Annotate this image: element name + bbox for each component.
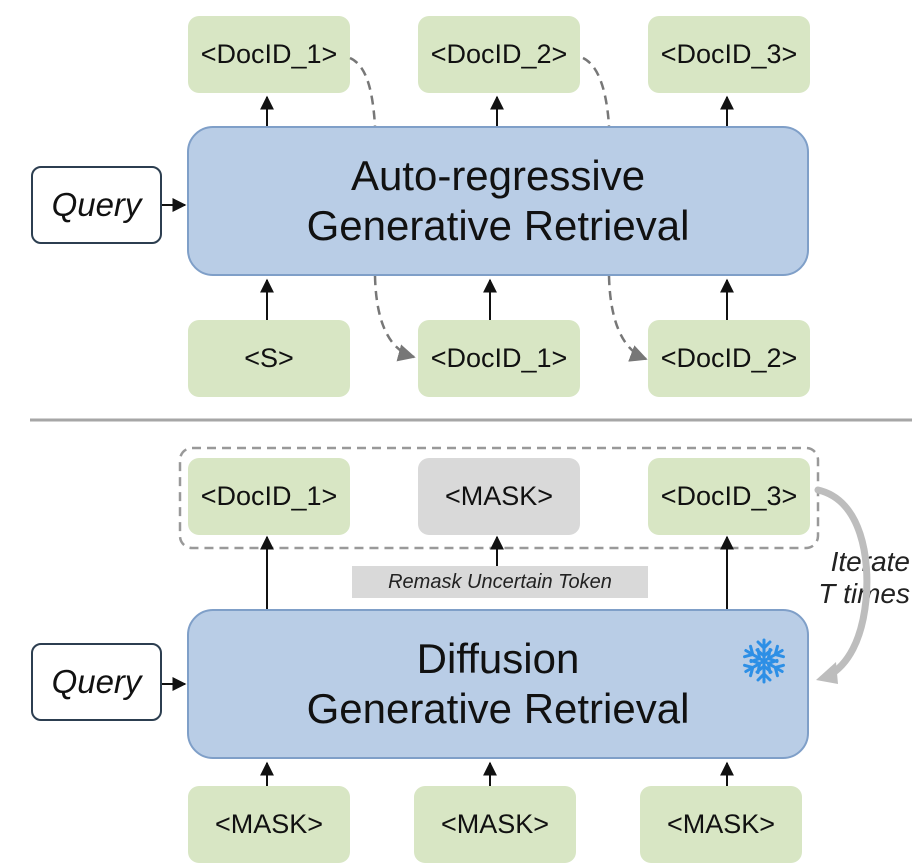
- snowflake-icon: [740, 638, 788, 684]
- autoregressive-title-line1: Auto-regressive: [350, 151, 646, 199]
- bottom-output-mask: <MASK>: [418, 458, 580, 535]
- remask-uncertain-token-label: Remask Uncertain Token: [352, 566, 648, 598]
- feedback-docid2-upper: [582, 56, 611, 127]
- top-input-docid-2: <DocID_2>: [648, 320, 810, 397]
- top-output-docid-1: <DocID_1>: [188, 16, 350, 93]
- top-output-docid-3: <DocID_3>: [648, 16, 810, 93]
- feedback-docid2-lower: [607, 275, 648, 362]
- top-input-docid-1: <DocID_1>: [418, 320, 580, 397]
- bottom-input-mask-2: <MASK>: [414, 786, 576, 863]
- feedback-docid1-lower: [373, 275, 416, 362]
- iterate-loop-arrowhead: [816, 662, 838, 684]
- iterate-loop-arrow: [814, 486, 871, 680]
- top-query-box: Query: [31, 166, 162, 244]
- diffusion-title-line1: Diffusion: [416, 634, 580, 682]
- autoregressive-title-line2: Generative Retrieval: [306, 202, 690, 249]
- bottom-query-box: Query: [31, 643, 162, 721]
- bottom-input-mask-1: <MASK>: [188, 786, 350, 863]
- autoregressive-model-box: Auto-regressive Generative Retrieval: [187, 126, 809, 276]
- diffusion-model-box: Diffusion Generative Retrieval: [187, 609, 809, 759]
- output-group-outline: [178, 446, 820, 550]
- top-output-docid-2: <DocID_2>: [418, 16, 580, 93]
- bottom-input-mask-3: <MASK>: [640, 786, 802, 863]
- top-input-start: <S>: [188, 320, 350, 397]
- bottom-output-docid-1: <DocID_1>: [188, 458, 350, 535]
- diffusion-title-line2: Generative Retrieval: [306, 685, 690, 732]
- feedback-docid1-upper: [349, 56, 377, 127]
- bottom-output-docid-3: <DocID_3>: [648, 458, 810, 535]
